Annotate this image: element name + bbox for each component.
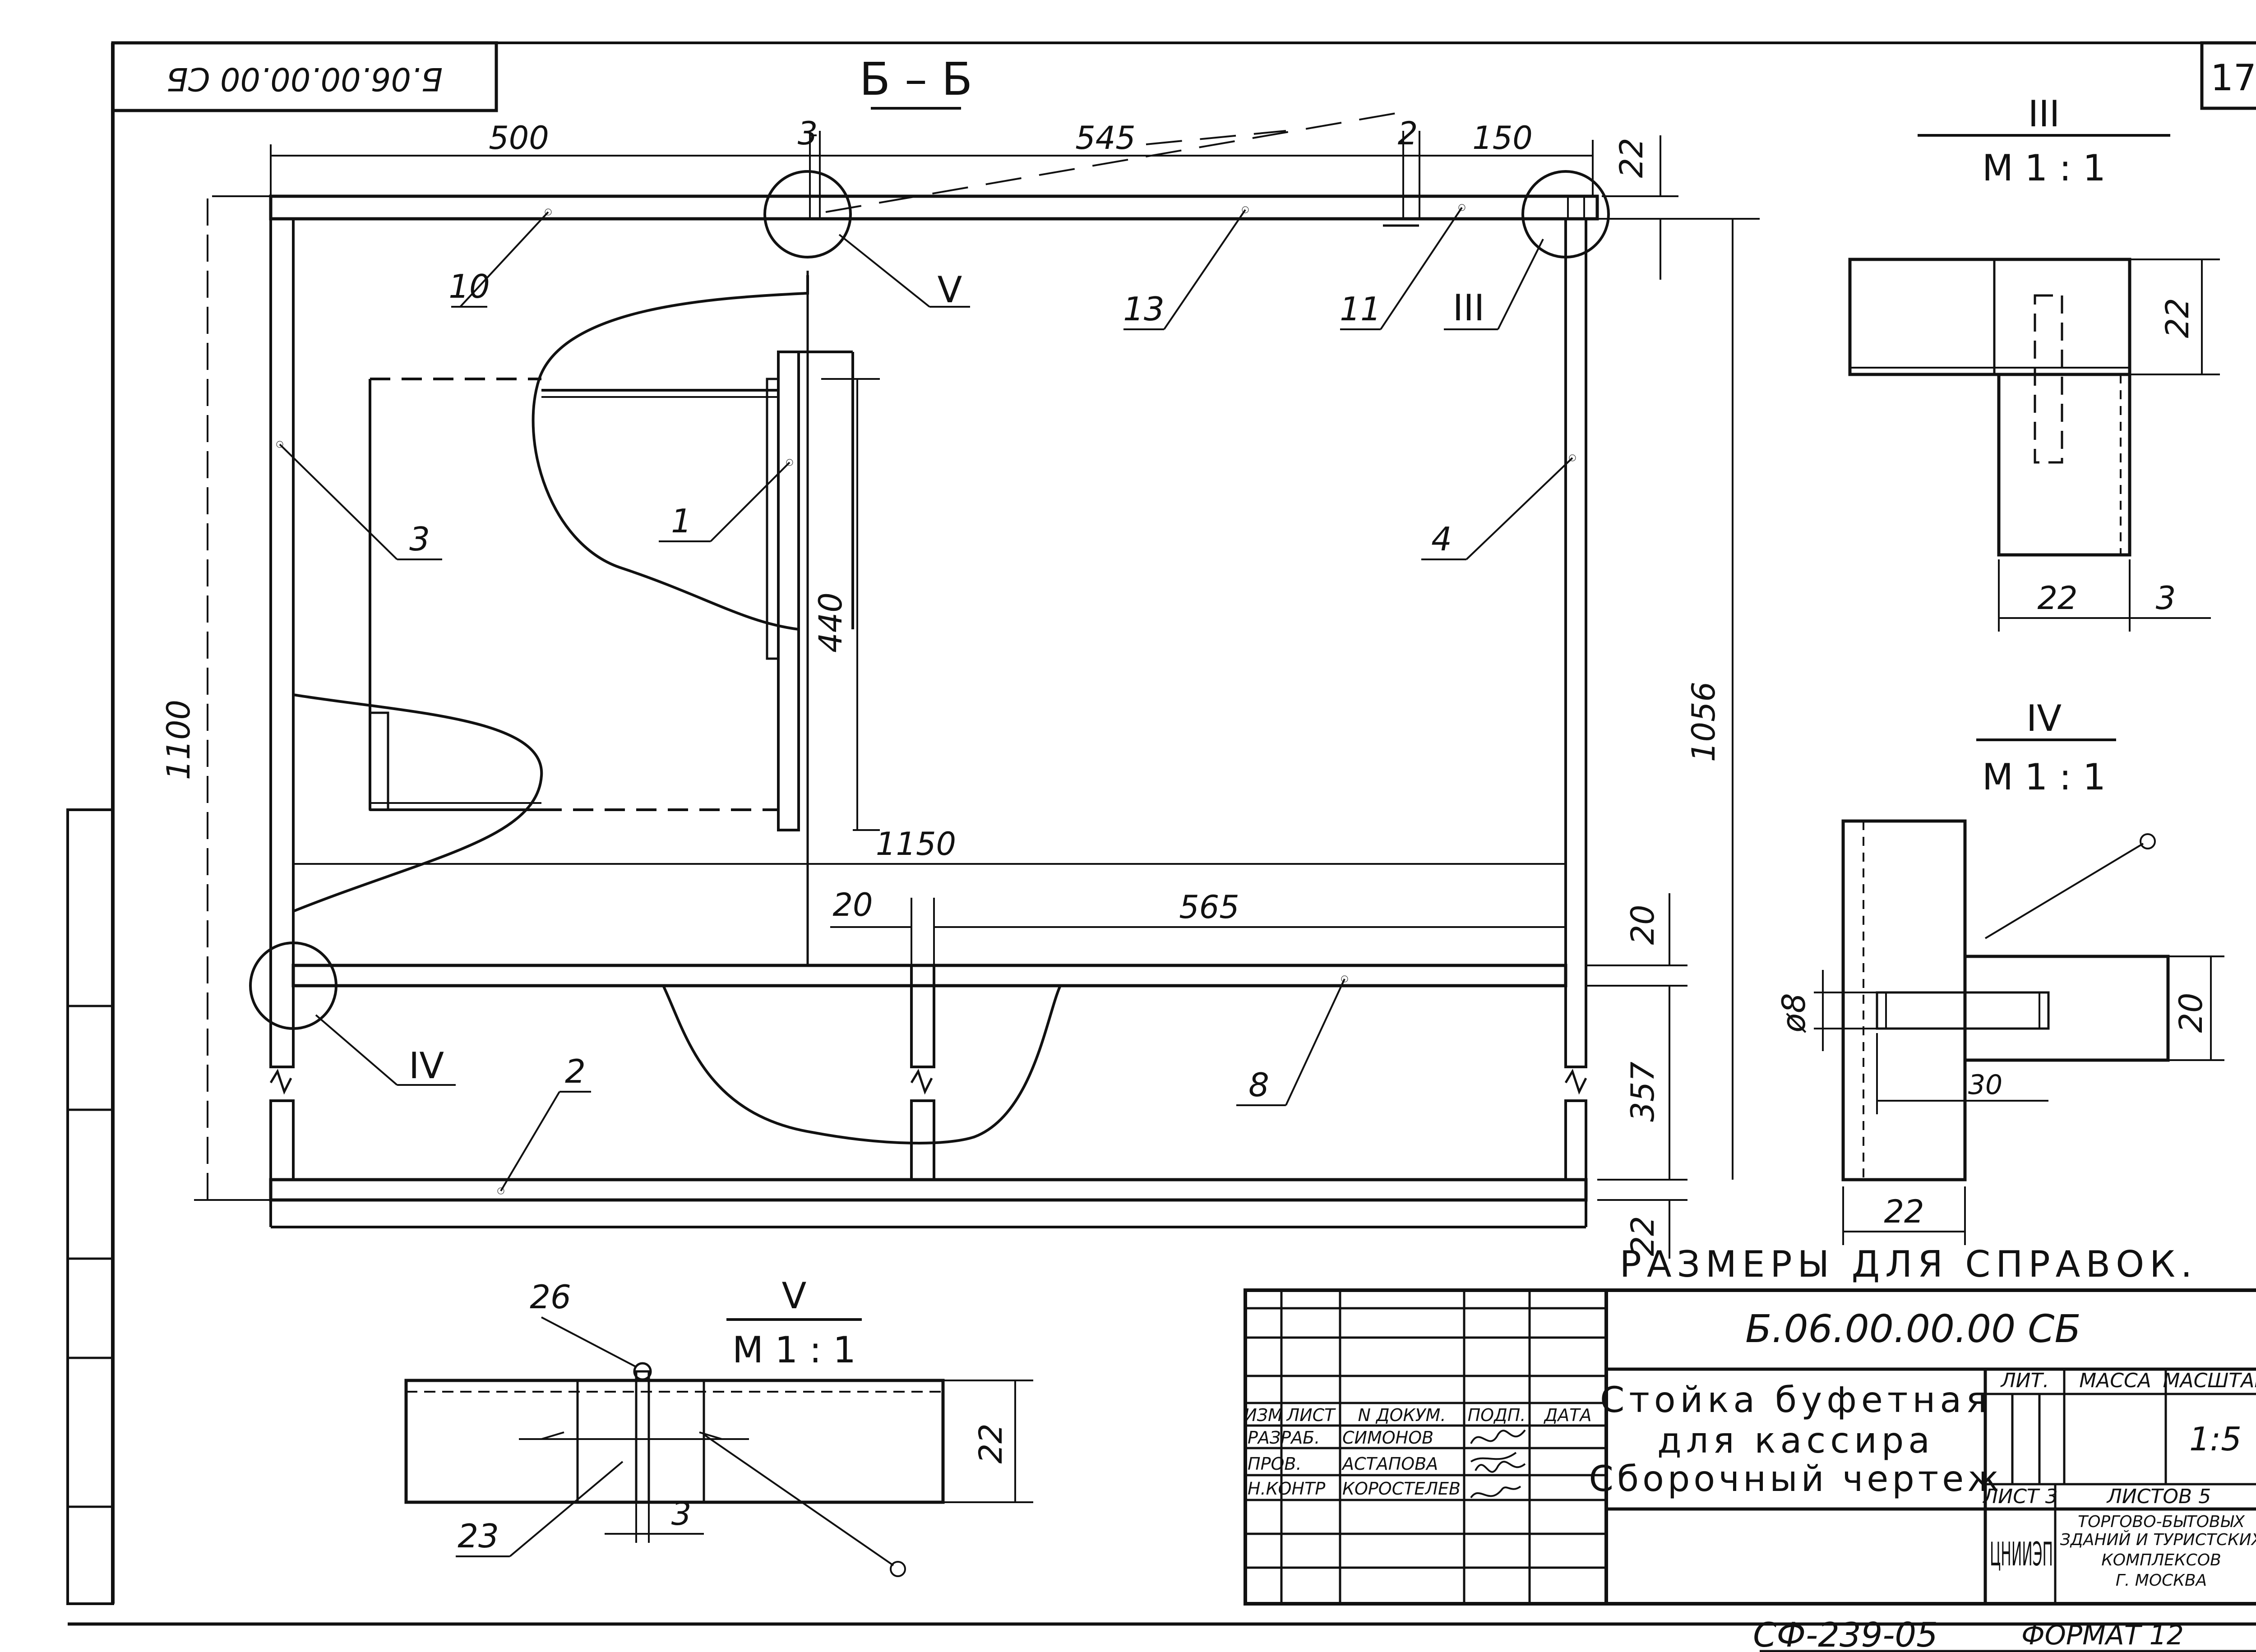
signature-3 xyxy=(1470,1486,1521,1499)
detail-iii-dim3: 3 xyxy=(2156,580,2176,617)
detail-iv-dim30: 30 xyxy=(1968,1069,2002,1101)
dim-440: 440 xyxy=(812,592,849,653)
detail-iii-dim22-v: 22 xyxy=(2159,298,2196,338)
dim-1100: 1100 xyxy=(160,700,197,780)
stamp-text: Б.06.00.00.00 СБ xyxy=(166,60,443,97)
dim-150: 150 xyxy=(1472,120,1533,157)
dim-1056: 1056 xyxy=(1685,682,1722,762)
tb-rev-h3: ПОДП. xyxy=(1468,1405,1526,1425)
dim-22-bottom: 22 xyxy=(1624,1216,1661,1256)
detail-v-pos26: 26 xyxy=(530,1278,571,1316)
tb-org-line2: ЗДАНИЙ И ТУРИСТСКИХ xyxy=(2060,1530,2256,1549)
tb-role-0: РАЗРАБ. xyxy=(1248,1428,1320,1448)
tb-designation: Б.06.00.00.00 СБ xyxy=(1745,1307,2081,1352)
callout-8: 8 xyxy=(1248,1066,1269,1104)
right-side-wall xyxy=(1564,217,1587,1068)
title-block-text: Б.06.00.00.00 СБ Стойка буфетная для кас… xyxy=(1244,1307,2256,1590)
detail-circle-v xyxy=(763,170,852,258)
tb-org-line4: Г. МОСКВА xyxy=(2116,1571,2207,1590)
section-title: Б – Б xyxy=(860,53,973,106)
detail-v-dim22: 22 xyxy=(972,1423,1009,1463)
tb-org-logo: ЦНИИЭП xyxy=(1990,1535,2053,1573)
dim-22-top: 22 xyxy=(1613,138,1650,178)
title-block xyxy=(1244,1288,2256,1606)
sheet-number-box: 17 xyxy=(2200,41,2256,110)
left-side-wall xyxy=(269,217,295,1068)
tb-col-scale: МАСШТАБ xyxy=(2163,1369,2256,1392)
tb-sheet: ЛИСТ 3 xyxy=(1982,1485,2058,1508)
dim-2: 2 xyxy=(1398,115,1418,152)
detail-iv-title: IV xyxy=(2026,697,2062,739)
shelf xyxy=(291,964,1567,988)
tb-col-mass: МАССА xyxy=(2079,1369,2151,1392)
detail-v-scale: М 1 : 1 xyxy=(732,1329,856,1371)
detail-iv-dim20: 20 xyxy=(2173,992,2210,1033)
bottom-base xyxy=(269,1178,1588,1202)
tb-name-2: КОРОСТЕЛЕВ xyxy=(1342,1479,1461,1499)
callout-iii: III xyxy=(1453,287,1485,329)
detail-v-dim3: 3 xyxy=(671,1495,692,1532)
callout-iv: IV xyxy=(409,1045,444,1087)
detail-v-title: V xyxy=(782,1275,807,1317)
detail-iv-dim-d8: ø8 xyxy=(1775,993,1812,1033)
tb-name-0: СИМОНОВ xyxy=(1342,1428,1433,1448)
main-section-view: Б – Б xyxy=(160,53,1760,1259)
callout-v: V xyxy=(938,269,962,311)
drawer-front xyxy=(777,351,800,831)
detail-v: V М 1 : 1 26 23 22 3 xyxy=(404,1275,1033,1577)
tb-col-lit: ЛИТ. xyxy=(2000,1369,2049,1392)
detail-circle-iv xyxy=(249,941,337,1030)
tb-rev-h1: ЛИСТ xyxy=(1286,1405,1336,1425)
dim-500: 500 xyxy=(489,120,549,157)
detail-circle-iii xyxy=(1521,170,1610,258)
footer-format: ФОРМАТ 12 xyxy=(2021,1620,2184,1651)
detail-iv-scale: М 1 : 1 xyxy=(1982,756,2106,798)
tb-org-line1: ТОРГОВО-БЫТОВЫХ xyxy=(2078,1513,2245,1531)
callout-1: 1 xyxy=(671,502,692,540)
tb-scale-value: 1:5 xyxy=(2189,1420,2242,1458)
tb-name-line3: Сборочный чертеж xyxy=(1589,1459,2003,1500)
tb-name-line1: Стойка буфетная xyxy=(1600,1380,1992,1421)
dim-20-right: 20 xyxy=(1624,904,1661,945)
tb-rev-h0: ИЗМ xyxy=(1244,1405,1283,1425)
detail-iv: IV М 1 : 1 ø8 20 30 22 xyxy=(1775,697,2224,1245)
top-panel xyxy=(269,194,1599,221)
dim-3: 3 xyxy=(798,115,818,152)
tb-org-line3: КОМПЛЕКСОВ xyxy=(2101,1551,2221,1569)
dim-545: 545 xyxy=(1075,120,1136,157)
dim-357: 357 xyxy=(1624,1061,1661,1122)
sheet-number: 17 xyxy=(2210,57,2256,99)
tb-role-2: Н.КОНТР xyxy=(1248,1479,1325,1499)
tb-role-1: ПРОВ. xyxy=(1248,1454,1302,1474)
tb-rev-h2: N ДОКУМ. xyxy=(1358,1405,1446,1425)
tb-sheets: ЛИСТОВ 5 xyxy=(2106,1485,2211,1508)
reference-dimensions-note: РАЗМЕРЫ ДЛЯ СПРАВОК. xyxy=(1620,1243,2198,1285)
detail-iii-dim22-h: 22 xyxy=(2037,580,2077,617)
callout-3: 3 xyxy=(409,520,430,558)
callout-2: 2 xyxy=(565,1052,586,1090)
detail-iv-dim22: 22 xyxy=(1884,1193,1924,1230)
tb-name-line2: для кассира xyxy=(1657,1421,1934,1461)
callout-4: 4 xyxy=(1431,520,1452,558)
footer-code: СФ-239-05 xyxy=(1753,1615,1938,1652)
callout-11: 11 xyxy=(1340,290,1381,328)
callout-13: 13 xyxy=(1123,290,1165,328)
callout-10: 10 xyxy=(448,268,490,305)
detail-iii: III М 1 : 1 22 22 3 xyxy=(1848,93,2220,632)
dim-1150: 1150 xyxy=(876,826,956,863)
signature-2 xyxy=(1475,1461,1526,1473)
detail-iii-title: III xyxy=(2028,93,2060,135)
signature-1 xyxy=(1470,1429,1526,1463)
rotated-designation-stamp: Б.06.00.00.00 СБ xyxy=(111,41,498,112)
tb-name-1: АСТАПОВА xyxy=(1341,1454,1438,1474)
detail-v-pos23: 23 xyxy=(458,1517,499,1555)
middle-partition xyxy=(910,964,935,1068)
dim-565: 565 xyxy=(1179,889,1239,926)
detail-iii-scale: М 1 : 1 xyxy=(1982,147,2106,189)
dim-20-left: 20 xyxy=(832,886,873,923)
tb-rev-h4: ДАТА xyxy=(1544,1405,1592,1425)
